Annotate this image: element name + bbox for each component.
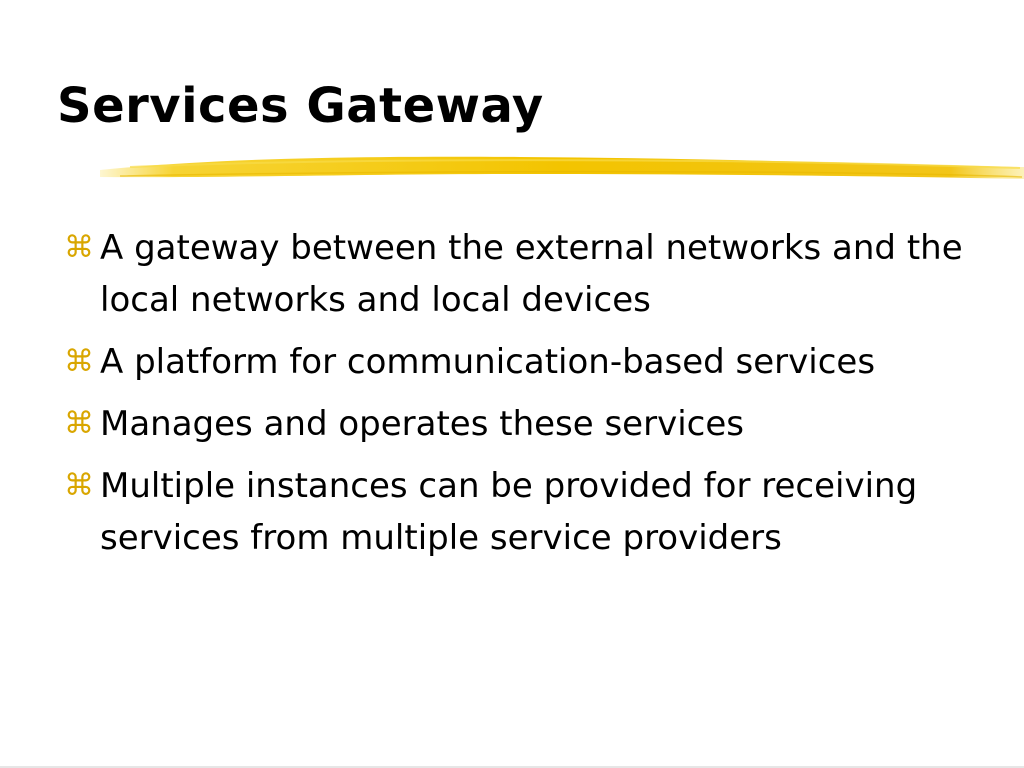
bullet-list: ⌘ A gateway between the external network… bbox=[64, 222, 964, 574]
bullet-item: ⌘ A platform for communication-based ser… bbox=[64, 336, 964, 388]
bullet-text: Multiple instances can be provided for r… bbox=[100, 466, 918, 558]
bullet-item: ⌘ A gateway between the external network… bbox=[64, 222, 964, 326]
bullet-text: Manages and operates these services bbox=[100, 404, 744, 444]
bullet-item: ⌘ Manages and operates these services bbox=[64, 398, 964, 450]
bullet-text: A gateway between the external networks … bbox=[100, 228, 963, 320]
title-underline-brushstroke bbox=[100, 156, 1024, 179]
slide-title: Services Gateway bbox=[57, 78, 544, 134]
bullet-icon: ⌘ bbox=[64, 344, 94, 379]
bullet-text: A platform for communication-based servi… bbox=[100, 342, 876, 382]
bullet-item: ⌘ Multiple instances can be provided for… bbox=[64, 460, 964, 564]
bottom-divider bbox=[0, 766, 1024, 768]
bullet-icon: ⌘ bbox=[64, 406, 94, 441]
bullet-icon: ⌘ bbox=[64, 468, 94, 503]
bullet-icon: ⌘ bbox=[64, 230, 94, 265]
